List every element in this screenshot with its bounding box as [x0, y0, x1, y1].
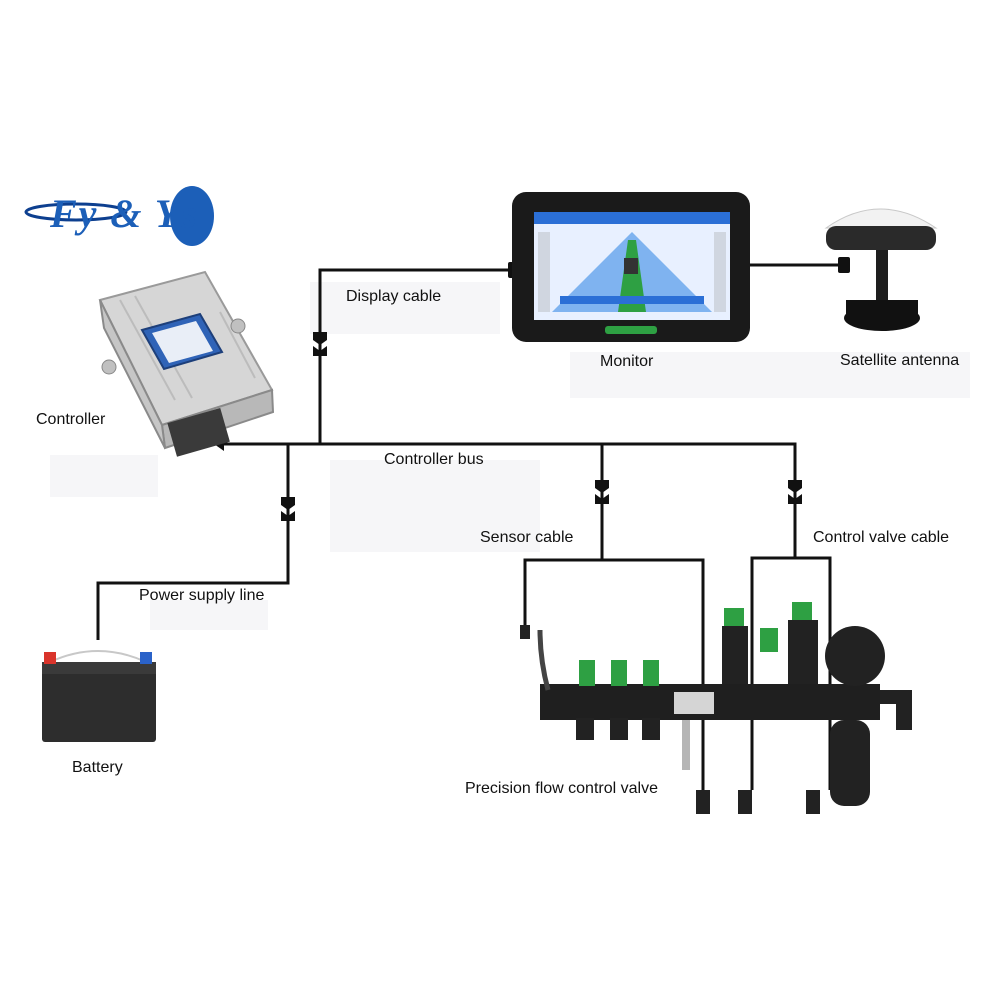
sensor-cable-connector: [595, 480, 609, 504]
brand-logo-text: Fy & Ys: [50, 191, 199, 236]
brand-logo-mark: [24, 186, 214, 246]
label-sensor-cable: Sensor cable: [480, 529, 574, 546]
label-backdrops: [50, 282, 970, 630]
controller-device: [98, 270, 275, 457]
power-cable-connector: [281, 497, 295, 521]
label-precision-flow-control-valve: Precision flow control valve: [465, 780, 658, 797]
battery-device: [42, 650, 156, 742]
label-monitor: Monitor: [600, 353, 654, 370]
label-display-cable: Display cable: [346, 288, 442, 305]
label-control-valve-cable: Control valve cable: [813, 529, 950, 546]
label-power-supply-line: Power supply line: [139, 587, 265, 604]
sensor-cable-line: [523, 558, 705, 805]
monitor-device: [512, 192, 750, 342]
controller-bus-line: [218, 442, 797, 490]
power-branch-line: [96, 444, 290, 640]
label-battery: Battery: [72, 759, 123, 776]
display-cable-connector: [313, 332, 327, 356]
brand-logo: Fy & Ys: [24, 178, 224, 248]
display-cable-line: [318, 268, 512, 445]
valve-cable-connector: [788, 480, 802, 504]
control-valve-cable-line: [750, 490, 797, 790]
label-satellite-antenna: Satellite antenna: [840, 352, 960, 369]
satellite-antenna-device: [824, 208, 938, 331]
flow-valve-assembly: [520, 602, 912, 814]
label-controller: Controller: [36, 411, 106, 428]
label-controller-bus: Controller bus: [384, 451, 484, 468]
